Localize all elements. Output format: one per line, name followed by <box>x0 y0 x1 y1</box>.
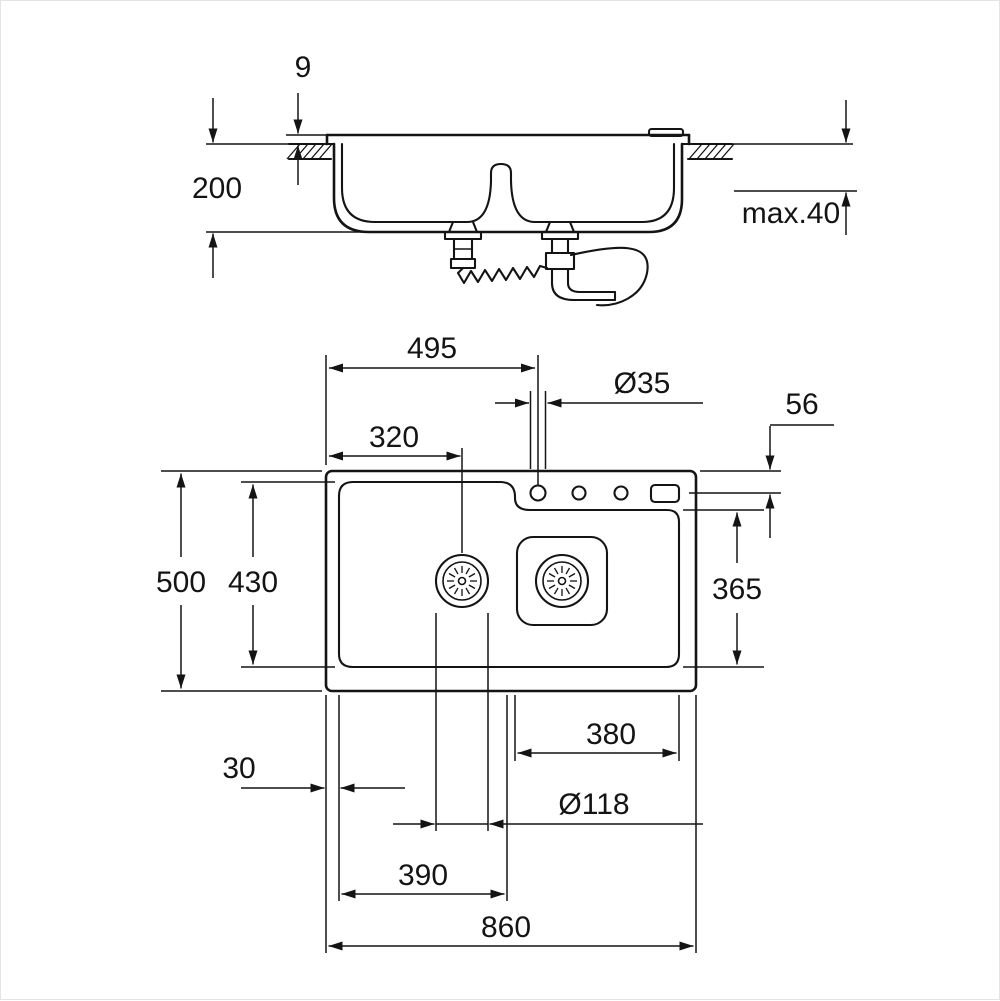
dim-label-faucet-center-from-left: 495 <box>407 332 457 365</box>
sink-outline <box>324 469 698 693</box>
dim-label-rim-height: 9 <box>295 51 312 84</box>
dim-label-left-bowl-width: 390 <box>398 859 448 892</box>
right-drain <box>534 553 590 609</box>
right-bowl-outline <box>515 535 609 627</box>
dim-drain-center-from-left: 320 <box>329 421 463 553</box>
dim-label-max-counter-thickness: max.40 <box>742 197 840 230</box>
plan-view: 495 Ø35 56 320 500 <box>156 332 834 953</box>
dim-label-overall-width: 860 <box>481 911 531 944</box>
dim-right-bowl-depth: 365 <box>683 509 764 668</box>
dim-drain-diameter: Ø118 <box>393 613 703 831</box>
dim-max-counter-thickness: max.40 <box>734 100 857 235</box>
dim-label-installation-depth: 200 <box>192 172 242 205</box>
dim-overall-depth: 500 <box>156 470 322 692</box>
sink-inner-wall-and-divider <box>340 142 676 224</box>
countertop-section-right <box>680 142 853 161</box>
dim-left-bowl-depth: 430 <box>228 481 335 668</box>
dim-faucet-center-from-left: 495 <box>325 332 539 485</box>
drain-assembly-left <box>443 220 483 270</box>
left-drain <box>434 553 490 609</box>
dim-installation-depth: 200 <box>192 98 363 278</box>
dim-rim-height: 9 <box>286 51 327 185</box>
dim-label-left-bowl-depth: 430 <box>228 566 278 599</box>
sink-outer-wall <box>332 142 684 234</box>
dim-overall-width: 860 <box>325 695 697 953</box>
dim-rim-margin: 30 <box>222 752 405 793</box>
countertop-section-left <box>286 142 336 161</box>
drain-assembly-right <box>540 220 617 302</box>
dim-right-bowl-width: 380 <box>514 695 680 761</box>
dim-label-faucet-hole-diameter: Ø35 <box>614 367 671 400</box>
faucet-holes <box>529 483 681 504</box>
accessory-hole-1 <box>571 485 587 501</box>
dim-label-rim-margin: 30 <box>222 752 255 785</box>
dim-left-bowl-width: 390 <box>338 695 508 901</box>
dim-faucet-hole-diameter: Ø35 <box>495 367 703 469</box>
dim-faucet-center-from-edge: 56 <box>689 388 834 538</box>
dim-label-drain-center-from-left: 320 <box>369 421 419 454</box>
dim-label-overall-depth: 500 <box>156 566 206 599</box>
accessory-hole-rect <box>649 483 681 504</box>
accessory-hole-2 <box>613 485 629 501</box>
side-view: 9 200 max.40 <box>192 51 857 307</box>
overflow-hose <box>569 246 649 307</box>
dim-label-right-bowl-width: 380 <box>586 718 636 751</box>
dim-label-right-bowl-depth: 365 <box>712 573 762 606</box>
rim-knob <box>647 127 685 138</box>
dim-label-faucet-center-from-edge: 56 <box>785 388 818 421</box>
faucet-hole-main <box>529 484 547 502</box>
bowl-rim-outline <box>337 480 681 669</box>
sink-side-profile <box>325 127 691 234</box>
corrugated-hose <box>456 264 549 285</box>
dim-label-drain-diameter: Ø118 <box>558 788 629 821</box>
